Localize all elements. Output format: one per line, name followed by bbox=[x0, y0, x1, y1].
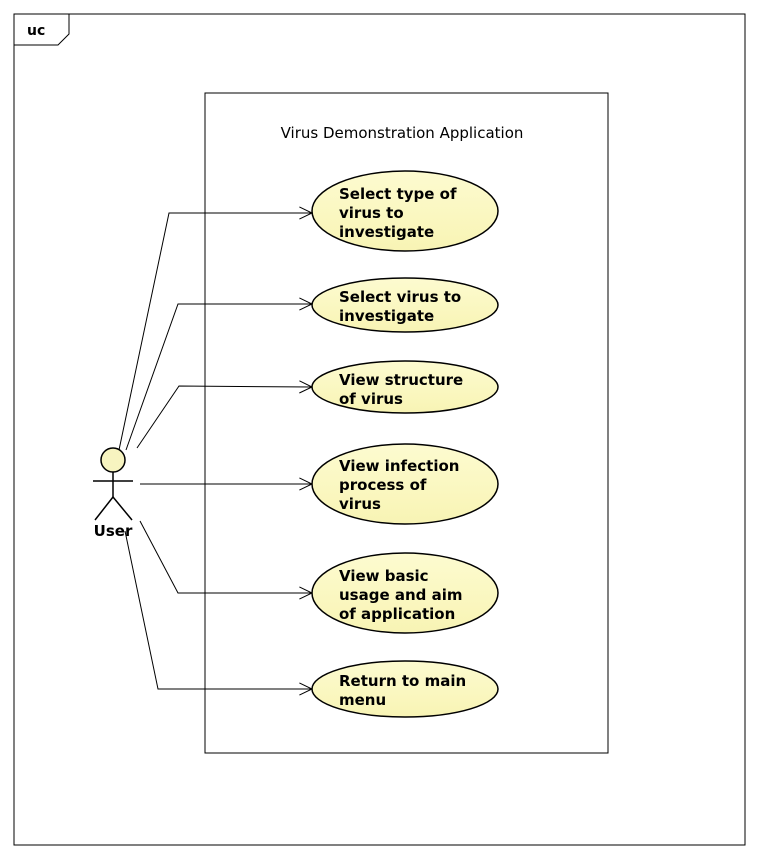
use-case-label-line: virus bbox=[339, 495, 381, 513]
actor-user[interactable]: User bbox=[93, 447, 133, 540]
association-line bbox=[118, 212, 312, 451]
use-case-label-line: investigate bbox=[339, 307, 434, 325]
use-case-label-line: of virus bbox=[339, 390, 403, 408]
actor-right-leg bbox=[112, 496, 133, 521]
use-case-label-line: Select type of bbox=[339, 185, 457, 203]
use-case-label-line: Return to main bbox=[339, 672, 466, 690]
use-case-label-line: of application bbox=[339, 605, 455, 623]
use-case-ellipse bbox=[311, 170, 499, 252]
association-line bbox=[139, 520, 312, 594]
actor-left-leg bbox=[94, 496, 114, 521]
use-case-label-line: View structure bbox=[339, 371, 463, 389]
system-title: Virus Demonstration Application bbox=[281, 124, 524, 142]
use-case-ellipse bbox=[311, 660, 499, 718]
use-case-label-line: virus to bbox=[339, 204, 404, 222]
diagram-frame bbox=[13, 13, 746, 846]
use-case-label-line: investigate bbox=[339, 223, 434, 241]
use-case-label-line: View basic bbox=[339, 567, 429, 585]
use-case-ellipse bbox=[311, 443, 499, 525]
use-case-label-line: Select virus to bbox=[339, 288, 461, 306]
frame-tag: uc bbox=[27, 23, 45, 39]
association-line bbox=[125, 303, 312, 451]
associations bbox=[118, 206, 314, 696]
use-case-ellipse bbox=[311, 277, 499, 333]
use-case-label-line: menu bbox=[339, 691, 386, 709]
actor-label: User bbox=[94, 522, 133, 540]
frame-tag-box bbox=[14, 14, 70, 46]
use-case-label-line: usage and aim bbox=[339, 586, 463, 604]
system-boundary bbox=[204, 92, 609, 754]
association-line bbox=[136, 385, 313, 449]
use-case-ellipse bbox=[311, 552, 499, 634]
actor-head bbox=[100, 447, 126, 473]
use-case-ellipse bbox=[311, 360, 499, 414]
use-case-label-line: process of bbox=[339, 476, 427, 494]
use-case-label-line: View infection bbox=[339, 457, 459, 475]
association-line bbox=[124, 530, 312, 690]
